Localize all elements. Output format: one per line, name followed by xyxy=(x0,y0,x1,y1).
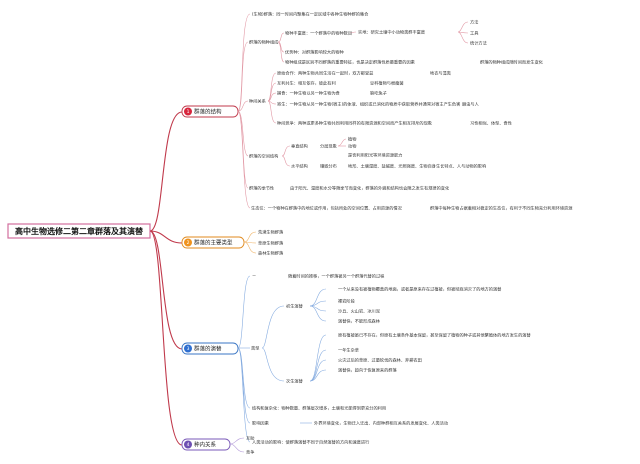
primary-feature: 演替快，不能形成森林 xyxy=(338,318,381,325)
method-1: 方法 xyxy=(470,19,478,26)
horizontal-structure: 水平结构 xyxy=(291,163,308,170)
branch-4-label: 种内关系 xyxy=(194,441,217,449)
niche-note: 群落中每种生物占据着相对稳定的生态位，有利于不同生物充分利用环境资源 xyxy=(430,205,573,212)
interspecific-relations: 种间关系 xyxy=(249,98,266,105)
primary-succession: 初生演替 xyxy=(286,303,304,310)
branch-1-connectors xyxy=(237,13,469,209)
branch-1[interactable]: 1 群落的结构 xyxy=(181,105,239,118)
branch-2-connectors xyxy=(243,231,257,254)
branch-2[interactable]: 2 群落的主要类型 xyxy=(181,236,245,249)
intraspecific-competition: 竞争 xyxy=(246,449,255,456)
rel-cooperation: 原始合作：两种生物共同生活在一起时，双方都受益 xyxy=(277,70,373,77)
branch-2-num: 2 xyxy=(187,240,190,246)
rel-note-5: 习性相似、体型、食性 xyxy=(470,120,512,127)
layering: 分层现象 xyxy=(320,143,337,150)
succession-type: 类型 xyxy=(251,345,259,352)
niche-definition: 生态位：一个物种在群落中的地位或作用，包括所处的空间位置、占用资源的情况 xyxy=(251,205,403,212)
branch-1-label: 群落的结构 xyxy=(194,108,222,116)
dominant-species: 优势种：对群落影响较大的物种 xyxy=(285,49,344,56)
secondary-def: 原有植被虽已不存在，但原有土壤条件基本保留，甚至保留了植物的种子或其他繁殖体的地… xyxy=(338,332,531,339)
rel-competition: 种间竞争：两种或更多种生物共同利用同样的有限资源和空间而产生相互排斥的现象 xyxy=(277,120,432,127)
primary-def: 一个从来没有被植物覆盖的地面，或者是原来存在过植被，但被彻底消灭了的地方的演替 xyxy=(338,286,502,293)
branch-1-badge xyxy=(184,107,192,116)
succession-definition: 随着时间的推移，一个群落被另一个群落代替的过程 xyxy=(288,273,385,280)
rel-mutualism: 互利共生：相互依存，彼此有利 xyxy=(277,80,336,87)
mutual-aid: 互助 xyxy=(246,435,254,442)
method-2: 工具 xyxy=(470,31,479,37)
vert-plants: 植物 xyxy=(348,136,356,143)
community-definition: (生物)群落：同一时间内聚集在一定区域中各种生物种群的集合 xyxy=(252,11,369,18)
rel-parasitism: 寄生：一种生物从另一种生物(宿主)的体液、组织或已消化的物质中获取营养并通常对宿… xyxy=(277,101,460,108)
branch-2-badge xyxy=(184,238,192,247)
branch-4-connectors xyxy=(229,437,245,453)
composition-note: 物种组成是区别不同群落的重要特征，也是决定群落性质最重要的因素 xyxy=(285,59,415,66)
vertical-structure: 垂直结构 xyxy=(291,143,308,150)
root-connectors xyxy=(149,111,183,446)
grassland-community: 草原生物群落 xyxy=(258,240,284,247)
secondary-stage: 一年生杂草 xyxy=(338,347,359,354)
species-composition: 群落的物种组成 xyxy=(249,39,278,46)
method-3: 统计方法 xyxy=(470,40,487,47)
branch-3-connectors xyxy=(237,275,327,443)
branch-4-content: 互助 竞争 xyxy=(246,435,255,456)
root-title: 高中生物选修二第二章群落及其演替 xyxy=(15,226,143,236)
rel-note-3: 狼吃兔子 xyxy=(370,90,387,97)
forest-community: 森林生物群落 xyxy=(258,250,284,257)
secondary-succession: 次生演替 xyxy=(286,378,304,385)
branch-4[interactable]: 4 种内关系 xyxy=(181,438,231,451)
branch-1-num: 1 xyxy=(187,109,190,115)
rel-note-4: 蛔虫与人 xyxy=(462,101,480,108)
human-impact: 人类活动的影响：使群落演替不同于自然演替的方向和速度进行 xyxy=(252,439,369,446)
influencing-factors: 影响因素 xyxy=(252,420,269,427)
root-node[interactable]: 高中生物选修二第二章群落及其演替 xyxy=(7,223,151,239)
branch-2-label: 群落的主要类型 xyxy=(194,239,233,247)
rel-predation: 捕食：一种生物以另一种生物为食 xyxy=(277,90,341,97)
branch-4-num: 4 xyxy=(187,442,190,448)
branch-1-content: (生物)群落：同一时间内聚集在一定区域中各种生物种群的集合 群落的物种组成 物种… xyxy=(249,11,573,212)
branch-3-content: ㄧ 随着时间的推移，一个群落被另一个群落代替的过程 类型 初生演替 一个从来没有… xyxy=(251,273,531,446)
branch-3[interactable]: 3 群落的演替 xyxy=(181,342,239,355)
rel-note-2: 豆科植物与根瘤菌 xyxy=(370,80,404,87)
primary-examples: 沙丘、火山岩、冰川泥 xyxy=(338,308,380,315)
factor-list: 外界环境变化，生物迁入迁出、内部种群相互关系的发展变化、人类活动 xyxy=(314,420,448,427)
mosaic-distribution: 镶嵌分布 xyxy=(320,163,337,170)
branch-3-badge xyxy=(184,344,192,353)
spatial-structure: 群落的空间结构 xyxy=(249,153,278,160)
composition-note-2: 群落的物种组成随时间而发生变化 xyxy=(480,59,544,66)
survey-row: 实地：研究土壤中小动物类群丰富度 xyxy=(358,29,426,36)
richness-row: 物种丰富度：一个群落中的物种数目 xyxy=(285,30,352,37)
primary-stage: 裸岩阶段 xyxy=(338,298,356,305)
branch-2-content: 荒漠生物群落 草原生物群落 森林生物群落 xyxy=(258,229,284,257)
succession-def-label: ㄧ xyxy=(252,274,256,279)
horiz-factors: 地形、土壤湿度、盐碱度、光照强度、生物自身生长特点、人与动物的影响 xyxy=(348,163,486,170)
succession-result: 结构和复杂化：物种数量、群落层次增多，土壤和光能得到更充分的利用 xyxy=(252,405,386,412)
branch-3-label: 群落的演替 xyxy=(194,345,222,353)
vert-note: 是否利用阳光等环境资源能力 xyxy=(348,152,402,159)
secondary-examples: 火灾过后的草原、过量砍伐的森林、弃耕农田 xyxy=(338,357,422,364)
branch-4-badge xyxy=(184,440,192,449)
desert-community: 荒漠生物群落 xyxy=(258,229,284,236)
secondary-feature: 演替快，趋向于恢复原来的群落 xyxy=(338,367,397,374)
season-note: 由于阳光、温度和水分等随季节而变化，群落的外貌和结构也会随之发生有规律的变化 xyxy=(290,185,450,192)
seasonality: 群落的季节性 xyxy=(249,185,274,192)
branch-3-num: 3 xyxy=(187,346,190,352)
vert-animals: 动物 xyxy=(348,143,356,150)
rel-note-1: 地衣与藻类 xyxy=(430,70,452,77)
